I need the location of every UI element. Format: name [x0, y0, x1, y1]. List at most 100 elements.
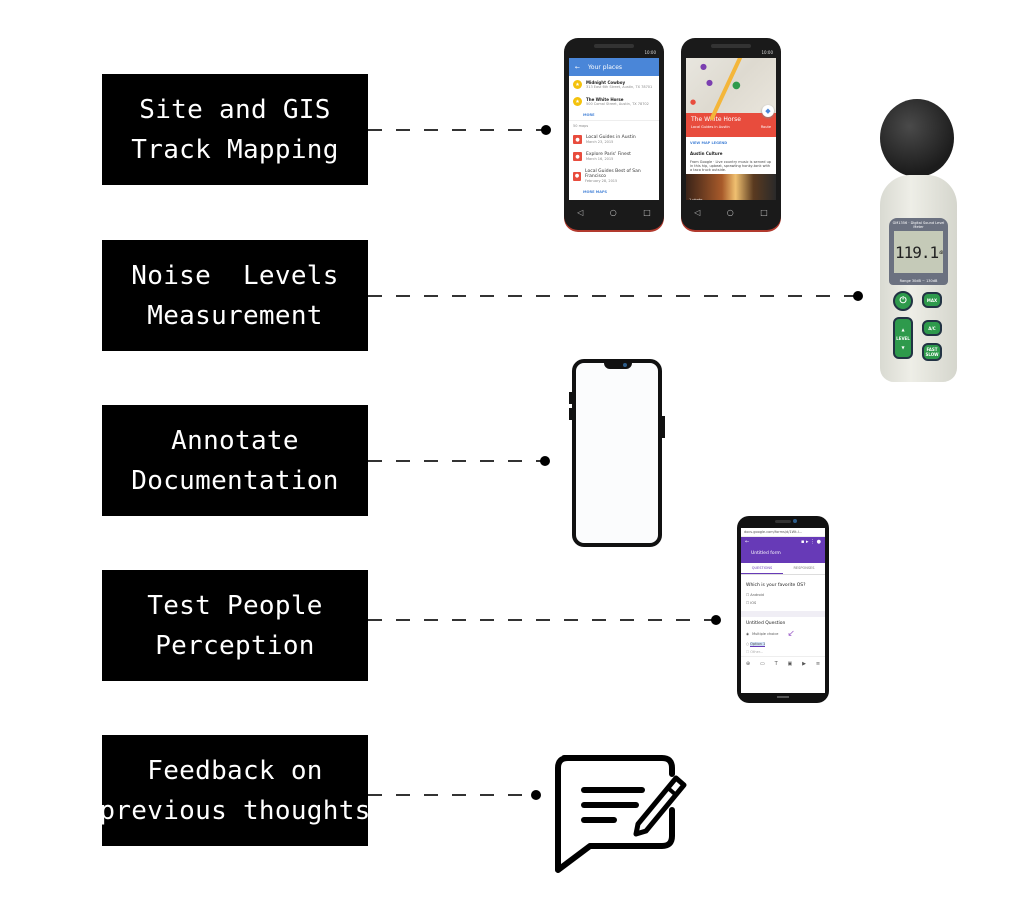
phone-screen: docs.google.com/forms/d/1Wt-l... ←▪ ▸ ⋮ … — [741, 528, 825, 693]
tab-responses: RESPONSES — [793, 566, 815, 570]
back-arrow-icon: ← — [745, 539, 750, 545]
back-nav-icon: ◁ — [694, 207, 701, 217]
option-input-text: Option 1 — [750, 642, 766, 647]
dashed-line — [368, 460, 542, 462]
option-ios: ☐ iOS — [746, 601, 757, 605]
other-option: ☐ Other... — [746, 650, 764, 654]
label-box-feedback: Feedback on previous thoughts — [99, 735, 371, 846]
connector-dot — [540, 456, 550, 466]
map-pin-icon: ● — [573, 152, 582, 161]
image-icon: ▣ — [787, 661, 793, 667]
connector-line-5 — [368, 790, 541, 800]
directions-icon: ◆ — [762, 105, 774, 117]
section-icon: ≡ — [815, 661, 821, 667]
home-nav-icon: ○ — [609, 207, 617, 217]
camera-dot — [793, 519, 797, 523]
place-header: The White Horse Local Guides in Austin R… — [686, 113, 776, 137]
map-legend-link: VIEW MAP LEGEND — [690, 141, 728, 145]
star-icon: ★ — [573, 80, 582, 89]
connector-dot — [711, 615, 721, 625]
label-line: Perception — [155, 630, 315, 661]
title-icon: T — [774, 661, 778, 667]
android-navbar: ◁ ○ □ — [564, 204, 664, 220]
app-bar: ← Your places — [569, 58, 659, 76]
video-icon: ▶ — [802, 661, 806, 667]
phone-screen: ● ● ● ● The White Horse Local Guides in … — [686, 58, 776, 200]
place-name: Midnight Cowboy — [586, 80, 626, 85]
smartphone-outline-icon — [572, 359, 662, 547]
back-nav-icon: ◁ — [577, 207, 584, 217]
lcd-frame: GM1356 · Digital Sound Level Meter 119.1… — [889, 218, 948, 285]
dashed-line — [368, 794, 533, 796]
android-navbar: ◁ ○ □ — [681, 204, 781, 220]
connector-dot — [531, 790, 541, 800]
question-type: Multiple choice — [752, 632, 779, 636]
connector-line-3 — [368, 456, 550, 466]
speech-bubble — [555, 755, 675, 873]
label-box-site-gis: Site and GIS Track Mapping — [102, 74, 368, 185]
place-subtitle: Local Guides in Austin — [691, 125, 730, 129]
map-marker-icon: ● — [690, 98, 697, 106]
map-view: ● ● ● ● — [686, 58, 776, 121]
map-date: February 28, 2015 — [585, 179, 618, 183]
forms-phone: docs.google.com/forms/d/1Wt-l... ←▪ ▸ ⋮ … — [737, 516, 829, 703]
maps-phone-place-detail: 10:00 ● ● ● ● The White Horse Local Guid… — [681, 38, 781, 230]
option-android: ☐ Android — [746, 593, 764, 597]
max-button: MAX — [922, 292, 942, 308]
map-name: Local Guides in Austin — [586, 135, 636, 140]
map-date: March 23, 2015 — [586, 140, 614, 144]
pencil-icon — [633, 775, 687, 837]
place-address: 500 Comal Street, Austin, TX 78702 — [586, 102, 649, 106]
connector-line-2 — [368, 291, 863, 301]
map-marker-icon: ● — [706, 78, 713, 87]
label-line: Test People — [147, 590, 323, 621]
dashed-line — [368, 295, 855, 297]
home-nav-icon: ○ — [726, 207, 734, 217]
form-toolbar: ⊕▭T▣▶≡ — [741, 656, 825, 671]
meter-model: GM1356 · Digital Sound Level Meter — [892, 221, 945, 229]
map-marker-icon: ● — [700, 62, 707, 71]
map-marker-icon: ● — [732, 80, 741, 91]
camera-dot — [623, 363, 627, 367]
reading-value: 119.1 — [895, 242, 939, 262]
place-address: 313 East 6th Street, Austin, TX 78701 — [586, 85, 653, 89]
question-1: Which is your favorite OS? — [746, 583, 806, 588]
label-line: previous thoughts — [99, 795, 371, 826]
feedback-comment-icon — [555, 755, 687, 873]
question-2: Untitled Question — [746, 621, 786, 626]
maps-count: 50 maps — [569, 120, 659, 131]
tab-questions: QUESTIONS — [741, 563, 783, 574]
phone-speaker — [711, 44, 751, 48]
form-tabs: QUESTIONS RESPONSES — [741, 563, 825, 575]
phone-side-button — [569, 392, 572, 404]
section-title: Austin Culture — [690, 151, 723, 156]
meter-range: Range 30dB ~ 130dB — [899, 279, 938, 283]
phone-side-button — [662, 416, 665, 438]
model-text: GM1356 — [892, 221, 908, 225]
connector-dot — [541, 125, 551, 135]
more-maps-link: MORE MAPS — [583, 190, 608, 194]
label-line: Track Mapping — [131, 134, 339, 165]
label-line: Site and GIS — [139, 94, 331, 125]
fast-slow-button: FAST SLOW — [922, 343, 942, 361]
dashed-line — [368, 619, 713, 621]
reading-unit: dB — [939, 249, 943, 255]
level-label: LEVEL — [896, 335, 910, 341]
place-title: The White Horse — [691, 116, 741, 123]
radio-icon: ◉ — [746, 632, 750, 636]
add-icon: ⊕ — [745, 661, 751, 667]
home-indicator — [777, 696, 789, 698]
connector-line-1 — [368, 125, 551, 135]
back-arrow-icon: ← — [575, 63, 581, 71]
place-photo: 1 photo — [686, 174, 776, 200]
map-date: March 16, 2015 — [586, 157, 614, 161]
connector-line-4 — [368, 615, 721, 625]
place-description: From Google · Live country music is serv… — [690, 160, 772, 172]
label-line: Feedback on — [147, 755, 323, 786]
other-label: Other... — [750, 650, 764, 654]
